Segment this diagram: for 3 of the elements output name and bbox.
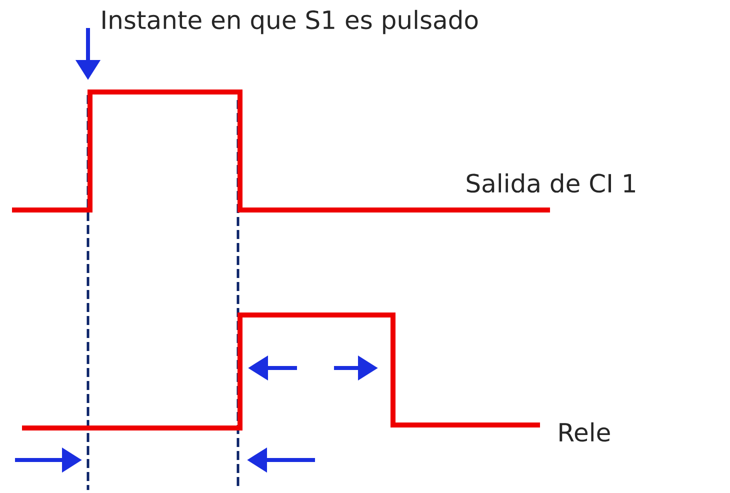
signal-label: Rele (560, 422, 610, 442)
signal-label: Salida de CI 1 (466, 173, 635, 193)
signal-label: Instante en que S1 es pulsado (102, 10, 478, 34)
